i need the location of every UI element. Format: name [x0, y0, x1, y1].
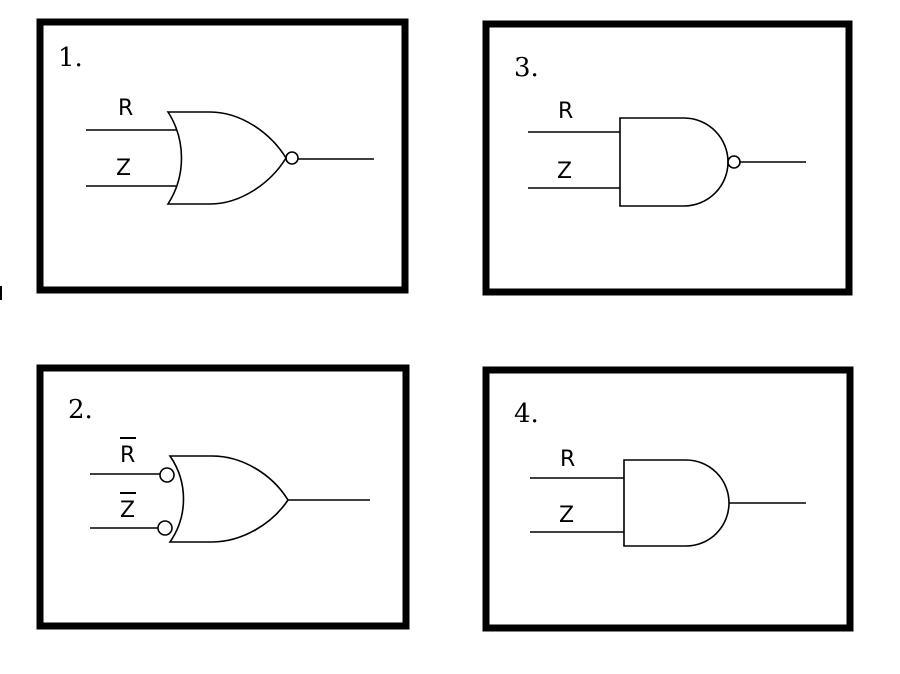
panel-1: 1. R Z	[36, 18, 409, 294]
panel-3-input-bottom-label: Z	[557, 159, 572, 184]
panel-4-input-bottom-label: Z	[559, 503, 574, 528]
panel-1-input-top-label: R	[118, 96, 133, 121]
scan-speck	[0, 286, 2, 300]
panel-4-input-top-label: R	[560, 447, 575, 472]
panel-2-input-bottom-label: Z	[120, 498, 135, 523]
panel-2-number: 2.	[68, 395, 93, 425]
panel-1-number: 1.	[58, 43, 83, 73]
panel-2-input-top-bubble	[159, 467, 175, 483]
panel-4-and-gate-body	[623, 459, 730, 547]
panel-1-output-bubble	[285, 151, 299, 165]
panel-4-number: 4.	[514, 399, 539, 429]
panel-3-nand-gate-body	[619, 117, 729, 207]
panel-2-input-top-label: R	[120, 443, 135, 468]
panel-4: 4. R Z	[482, 366, 854, 632]
panel-2-or-gate-body	[168, 455, 289, 543]
panel-3-output-bubble	[727, 155, 741, 169]
panel-1-nor-gate-body	[166, 111, 287, 205]
panel-2: 2. R Z	[36, 364, 410, 630]
panel-3: 3. R Z	[482, 20, 853, 296]
panel-1-input-bottom-label: Z	[116, 156, 131, 181]
panel-3-number: 3.	[514, 53, 539, 83]
panel-2-input-bottom-bubble	[157, 520, 173, 536]
panel-3-input-top-label: R	[558, 99, 573, 124]
